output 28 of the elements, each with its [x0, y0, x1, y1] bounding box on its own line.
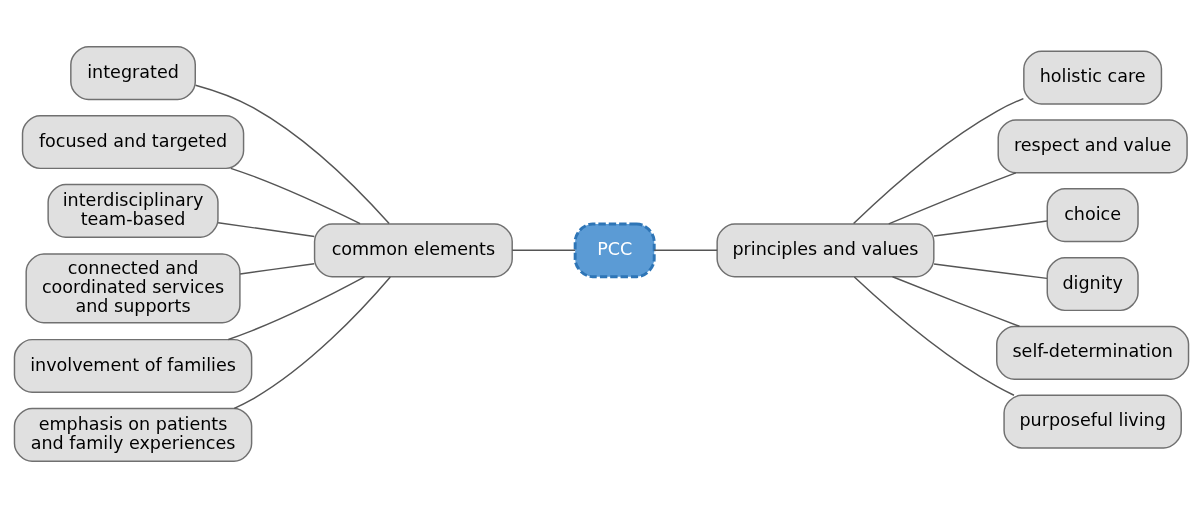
node-box: emphasis on patients and family experiences [13, 407, 253, 462]
connector [511, 249, 576, 252]
connector [227, 276, 366, 341]
node-box: common elements [313, 223, 513, 278]
connector [852, 97, 1025, 225]
node-box: integrated [70, 46, 196, 101]
connector [239, 263, 316, 275]
connector [933, 220, 1048, 237]
node-box: purposeful living [1003, 394, 1182, 449]
connector [888, 172, 1017, 225]
connector [653, 249, 718, 252]
connector [933, 263, 1048, 280]
node-box: interdisciplinary team-based [47, 183, 219, 238]
node-box: respect and value [997, 119, 1188, 174]
node-box: principles and values [716, 223, 935, 278]
node-box: self-determination [996, 325, 1190, 380]
node-box: connected and coordinated services and supports [25, 253, 241, 324]
connector [217, 222, 316, 238]
connector [230, 167, 361, 225]
connector [891, 276, 1021, 328]
node-box: dignity [1046, 256, 1139, 312]
node-box: choice [1046, 188, 1139, 243]
node-box: holistic care [1023, 50, 1163, 105]
connector [853, 276, 1015, 396]
connector [194, 84, 390, 225]
node-box: involvement of families [13, 338, 253, 394]
node-box: focused and targeted [21, 114, 245, 170]
node-box: PCC [573, 222, 656, 279]
